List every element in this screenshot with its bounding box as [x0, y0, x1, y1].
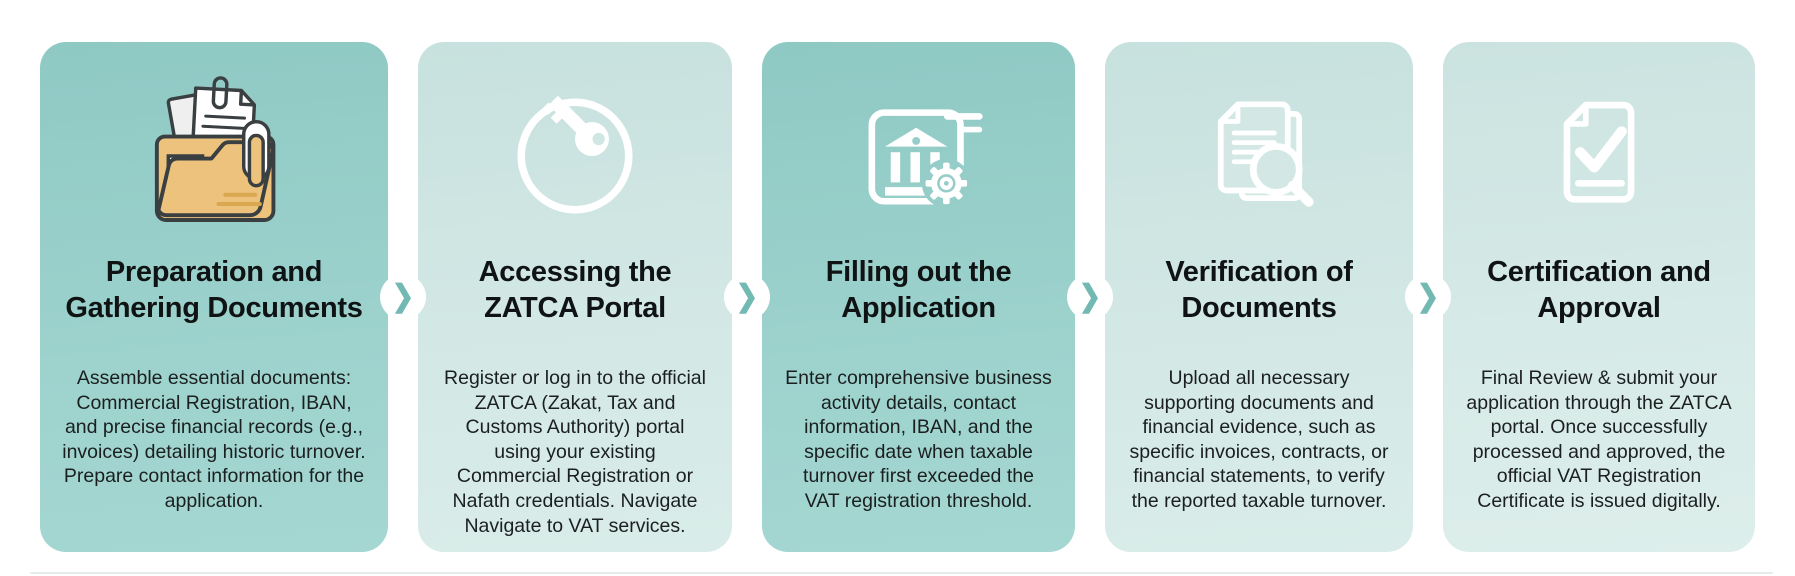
step-separator: ❯ — [1067, 274, 1113, 320]
step-card-application: Filling out the Application Enter compre… — [762, 42, 1075, 552]
card-icon-area — [134, 42, 294, 248]
card-title: Verification of Documents — [1165, 254, 1353, 326]
card-title-line2: Documents — [1181, 292, 1337, 324]
card-icon-area — [509, 42, 641, 248]
step-separator: ❯ — [380, 274, 426, 320]
card-title: Preparation and Gathering Documents — [65, 254, 363, 326]
card-title: Filling out the Application — [826, 254, 1012, 326]
step-card-preparation: Preparation and Gathering Documents Asse… — [40, 42, 388, 552]
card-icon-area — [1533, 42, 1665, 248]
document-check-icon — [1563, 101, 1635, 203]
card-title: Certification and Approval — [1487, 254, 1711, 326]
card-title-line1: Accessing the — [478, 256, 672, 288]
card-title-line1: Preparation and — [105, 256, 323, 288]
bottom-divider — [30, 572, 1773, 574]
card-title-line2: Gathering Documents — [65, 292, 363, 324]
chevron-right-icon: ❯ — [735, 278, 759, 313]
key-icon — [517, 95, 633, 214]
card-title-line1: Certification and — [1487, 256, 1711, 288]
bank-gear-icon — [868, 109, 983, 208]
card-description: Enter comprehensive business activity de… — [785, 367, 1052, 513]
card-description: Assemble essential documents: Commercial… — [62, 367, 366, 513]
folder-documents-icon — [154, 76, 276, 222]
card-title-line2: ZATCA Portal — [484, 292, 666, 324]
step-separator: ❯ — [724, 274, 770, 320]
step-card-verification: Verification of Documents Upload all nec… — [1105, 42, 1413, 552]
document-search-icon — [1217, 101, 1314, 207]
card-title-line1: Filling out the — [825, 256, 1012, 288]
step-card-certification: Certification and Approval Final Review … — [1443, 42, 1755, 552]
card-title-line2: Approval — [1537, 292, 1661, 324]
step-card-zatca-portal: Accessing the ZATCA Portal Register or l… — [418, 42, 732, 552]
card-title-line1: Verification of — [1165, 256, 1353, 288]
chevron-right-icon: ❯ — [391, 278, 415, 313]
card-icon-area — [853, 42, 985, 248]
card-description: Register or log in to the official ZATCA… — [444, 367, 706, 537]
card-icon-area — [1192, 42, 1326, 248]
card-title-line2: Application — [841, 292, 996, 324]
step-separator: ❯ — [1405, 274, 1451, 320]
card-description: Final Review & submit your application t… — [1466, 367, 1732, 513]
card-title: Accessing the ZATCA Portal — [479, 254, 672, 326]
chevron-right-icon: ❯ — [1416, 278, 1440, 313]
chevron-right-icon: ❯ — [1078, 278, 1102, 313]
card-description: Upload all necessary supporting document… — [1129, 367, 1389, 513]
